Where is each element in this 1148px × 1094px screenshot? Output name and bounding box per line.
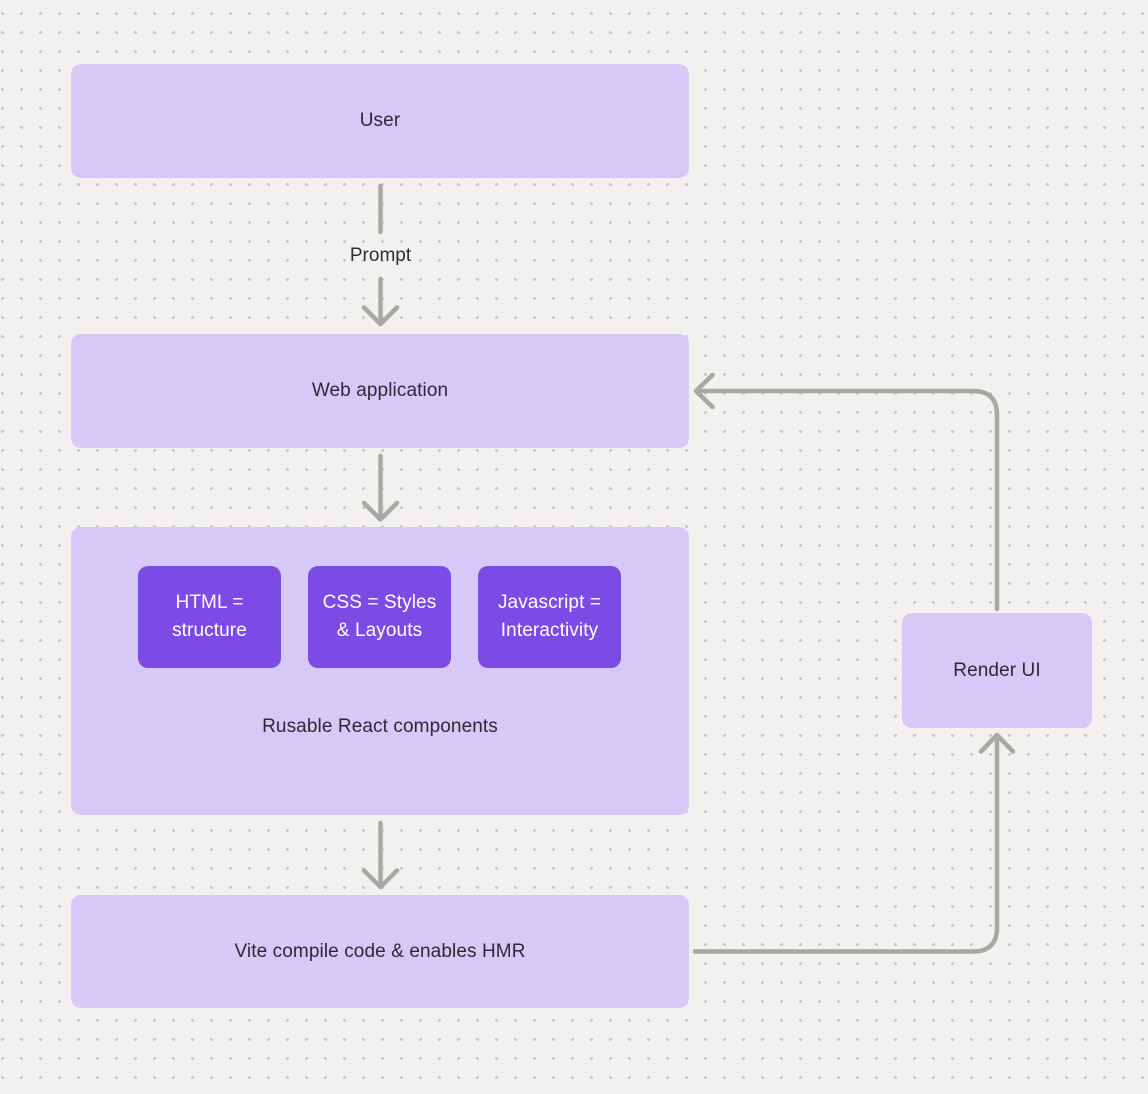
node-vite-label: Vite compile code & enables HMR bbox=[234, 940, 526, 962]
node-web-application-label: Web application bbox=[311, 380, 449, 401]
chip-css[interactable]: CSS = Styles & Layouts bbox=[308, 566, 451, 668]
chip-javascript[interactable]: Javascript = Interactivity bbox=[478, 566, 621, 668]
connector-vite-to-renderui[interactable] bbox=[692, 732, 1016, 954]
node-user-label: User bbox=[359, 110, 401, 131]
chip-javascript-label: Javascript = Interactivity bbox=[497, 592, 602, 641]
chip-html-label: HTML = structure bbox=[172, 592, 247, 641]
arrowhead-down-icon bbox=[361, 305, 400, 327]
components-group-caption: Rusable React components bbox=[262, 716, 498, 737]
chip-html[interactable]: HTML = structure bbox=[138, 566, 281, 668]
connector-components-to-vite[interactable] bbox=[361, 820, 400, 890]
chip-css-label: CSS = Styles & Layouts bbox=[322, 592, 437, 641]
arrowhead-down-icon bbox=[361, 500, 400, 522]
node-vite[interactable]: Vite compile code & enables HMR bbox=[71, 895, 689, 1008]
node-components-group[interactable]: HTML = structure CSS = Styles & Layouts … bbox=[71, 527, 689, 815]
arrowhead-down-icon bbox=[361, 868, 400, 890]
connector-prompt-label: Prompt bbox=[349, 245, 412, 266]
node-web-application[interactable]: Web application bbox=[71, 334, 689, 448]
components-chip-row: HTML = structure CSS = Styles & Layouts … bbox=[138, 566, 622, 668]
arrowhead-left-icon bbox=[693, 372, 715, 410]
node-render-ui[interactable]: Render UI bbox=[902, 613, 1092, 728]
node-user[interactable]: User bbox=[71, 64, 689, 178]
connector-webapp-to-components[interactable] bbox=[361, 453, 400, 522]
connector-renderui-to-webapp[interactable] bbox=[693, 372, 1000, 612]
node-render-ui-label: Render UI bbox=[953, 659, 1041, 681]
arrowhead-up-icon bbox=[978, 732, 1016, 754]
